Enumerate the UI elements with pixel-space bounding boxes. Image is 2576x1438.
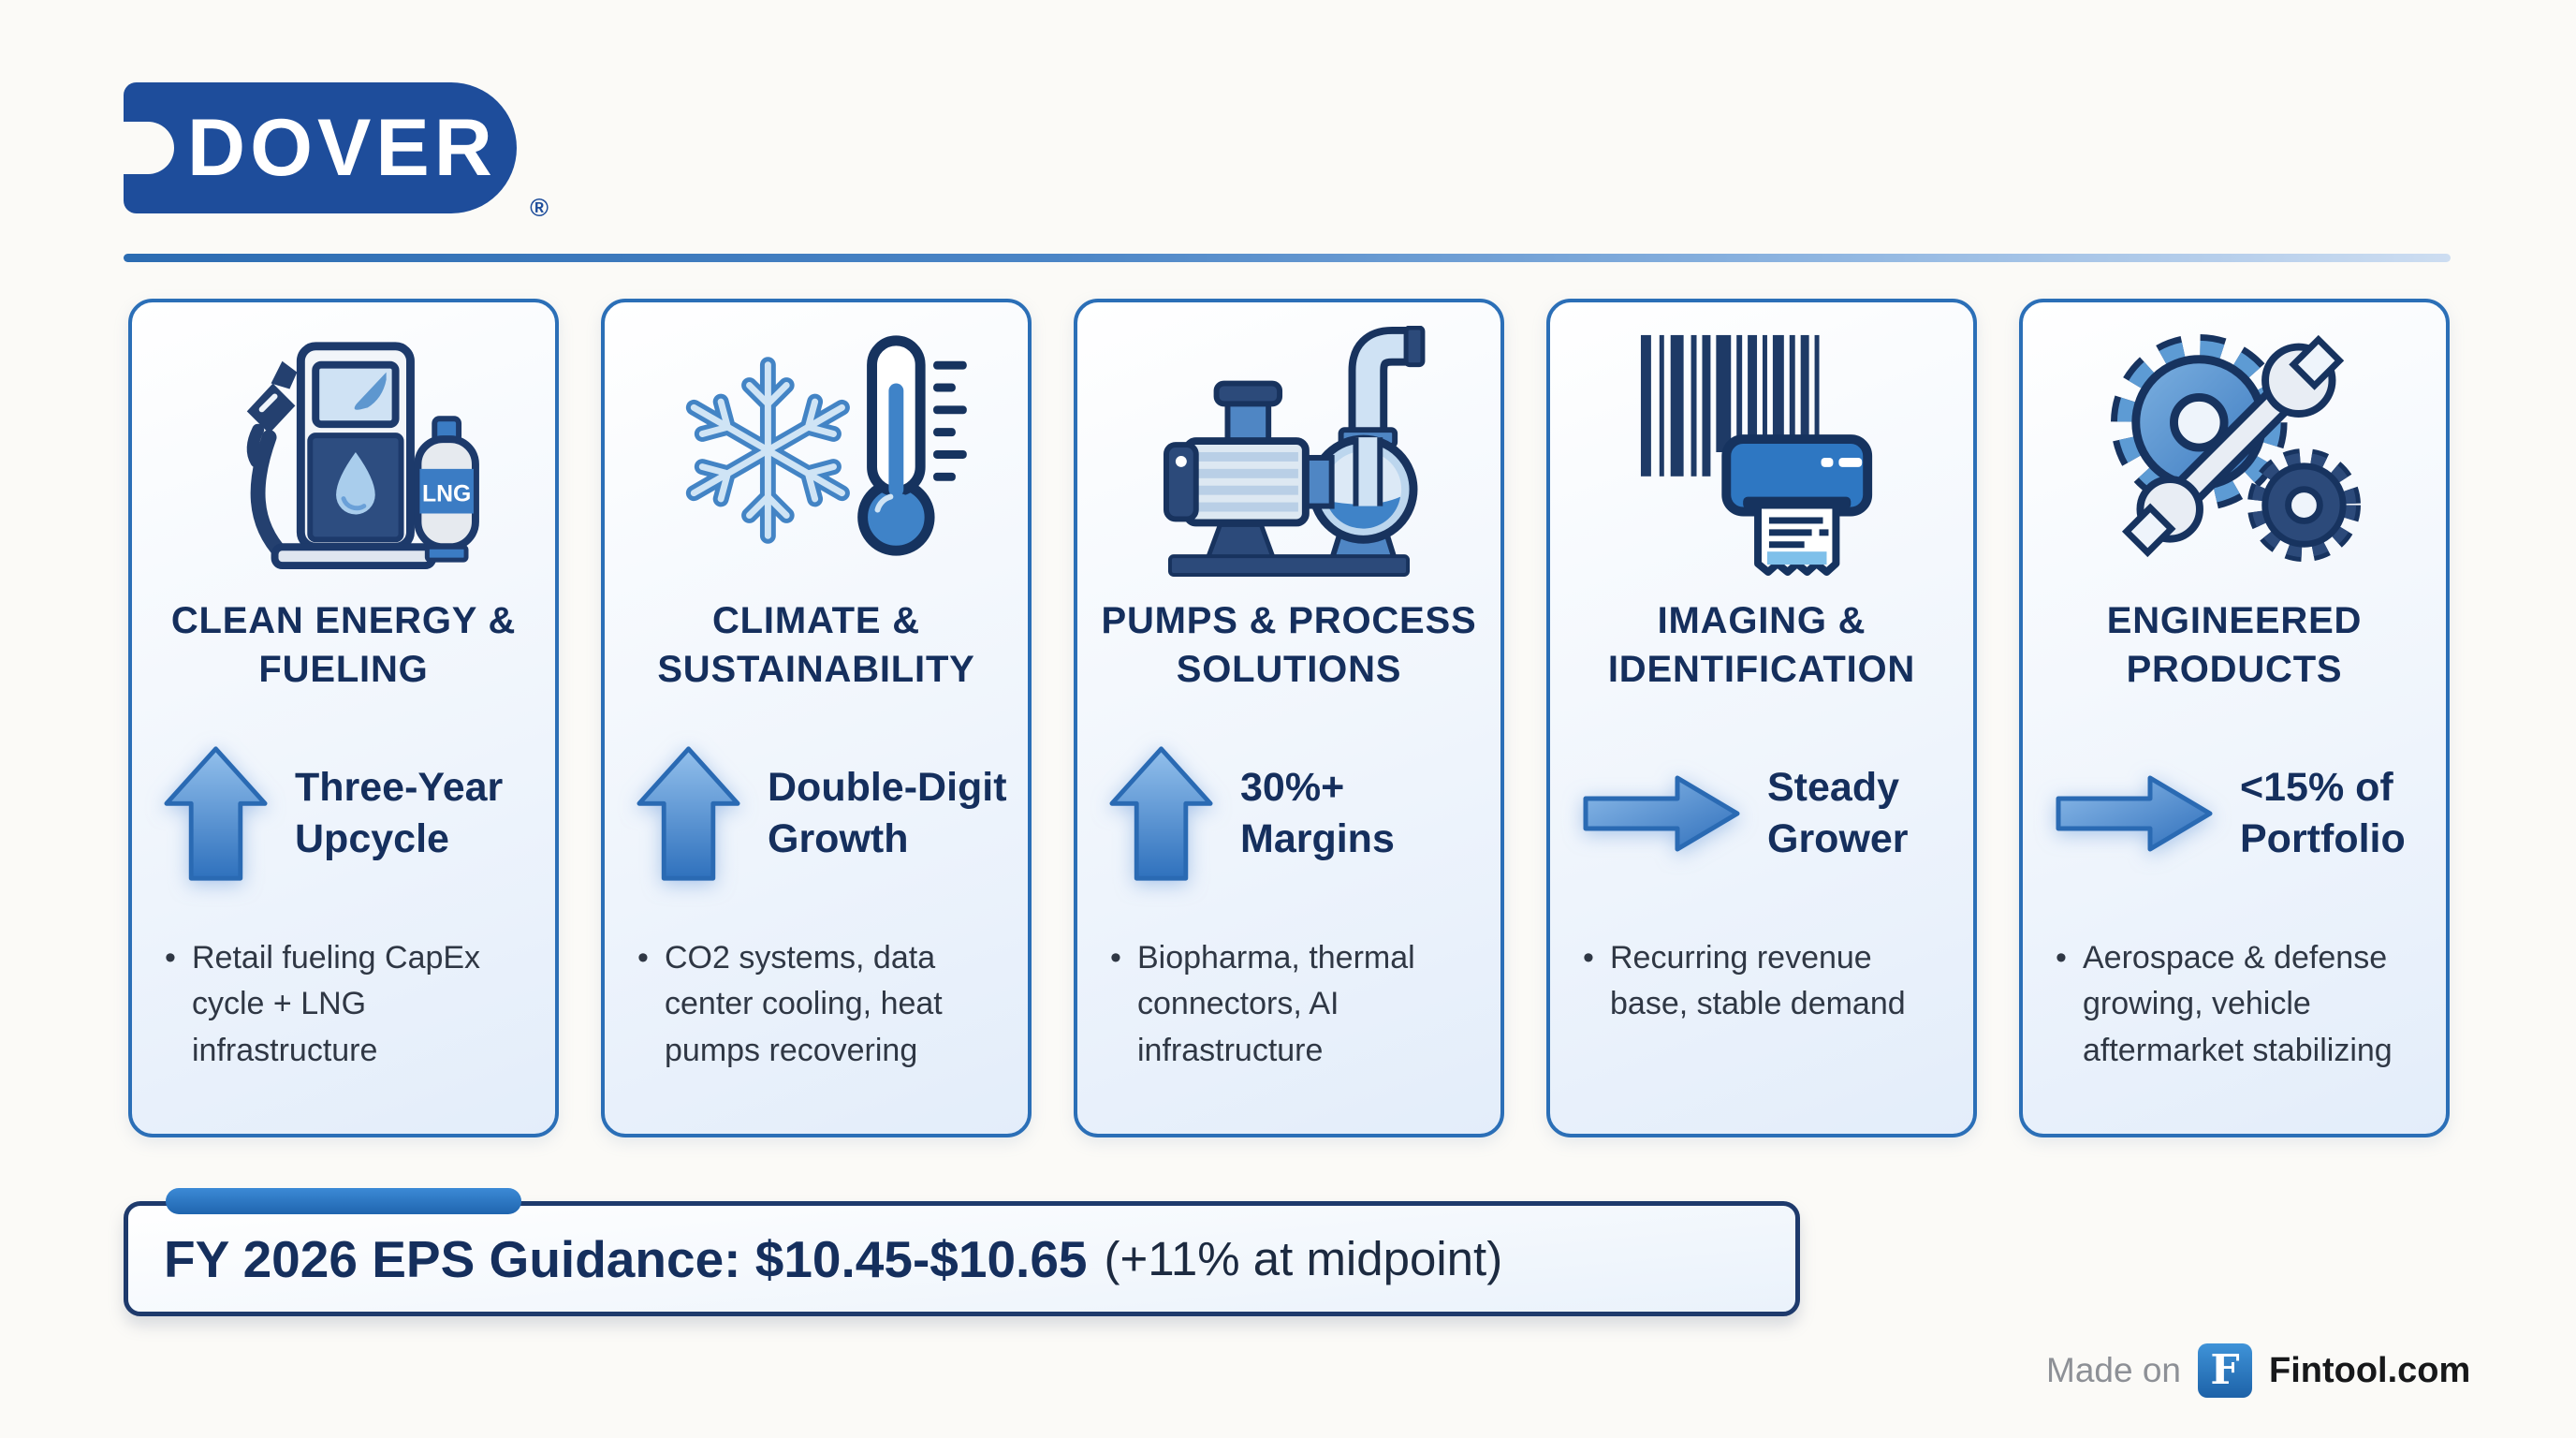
- dover-logo-text: DOVER: [187, 103, 497, 193]
- segment-trend: 30%+ Margins: [1109, 741, 1489, 886]
- snowflake-thermometer-icon: [605, 325, 1028, 578]
- header-divider-line: [124, 254, 2451, 262]
- attribution: Made on F Fintool.com: [2046, 1342, 2470, 1400]
- segment-bullet: • CO2 systems, data center cooling, heat…: [633, 935, 1013, 1074]
- card-engineered-products: ENGINEERED PRODUCTS <15% of Portfolio • …: [2019, 299, 2450, 1137]
- trend-label: Three-Year Upcycle: [295, 765, 504, 861]
- bullet-marker: •: [1110, 940, 1121, 976]
- dover-logo: DOVER ®: [110, 82, 549, 222]
- up-arrow-icon: [1109, 745, 1213, 881]
- segment-bullet: • Aerospace & defense growing, vehicle a…: [2051, 935, 2431, 1074]
- trend-label: Steady Grower: [1767, 765, 1909, 861]
- bullet-marker: •: [1583, 940, 1594, 976]
- trend-label: Double-Digit Growth: [768, 765, 1007, 861]
- eps-guidance-note: (+11% at midpoint): [1104, 1232, 1503, 1285]
- segment-trend: <15% of Portfolio: [2055, 741, 2435, 886]
- eps-guidance-headline: FY 2026 EPS Guidance: $10.45-$10.65: [164, 1229, 1088, 1288]
- trend-label: <15% of Portfolio: [2240, 765, 2406, 861]
- bullet-marker: •: [165, 940, 176, 976]
- segment-trend: Steady Grower: [1582, 741, 1962, 886]
- made-on-label: Made on: [2046, 1351, 2181, 1389]
- right-arrow-icon: [2056, 775, 2213, 851]
- segment-title: ENGINEERED PRODUCTS: [2106, 600, 2363, 690]
- card-clean-energy-fueling: LNG CLEAN ENERGY & FUELING Three-Year Up…: [128, 299, 559, 1137]
- eps-guidance-banner: FY 2026 EPS Guidance: $10.45-$10.65 (+11…: [124, 1188, 1800, 1316]
- barcode-printer-icon: [1550, 325, 1973, 578]
- up-arrow-icon: [164, 745, 268, 881]
- segment-title: CLEAN ENERGY & FUELING: [170, 600, 517, 690]
- up-arrow-icon: [637, 745, 740, 881]
- banner-accent-tab: [166, 1188, 521, 1214]
- trend-label: 30%+ Margins: [1240, 765, 1395, 861]
- segment-trend: Double-Digit Growth: [637, 741, 1017, 886]
- segment-cards-row: LNG CLEAN ENERGY & FUELING Three-Year Up…: [128, 299, 2450, 1137]
- registered-trademark-symbol: ®: [530, 194, 549, 222]
- segment-title: PUMPS & PROCESS SOLUTIONS: [1101, 600, 1477, 690]
- segment-trend: Three-Year Upcycle: [164, 741, 544, 886]
- segment-bullet: • Recurring revenue base, stable demand: [1578, 935, 1958, 1028]
- bullet-marker: •: [2056, 940, 2067, 976]
- fintool-logo-icon: F: [2198, 1343, 2252, 1398]
- card-pumps-process-solutions: PUMPS & PROCESS SOLUTIONS 30%+ Margins •…: [1074, 299, 1504, 1137]
- segment-bullet: • Retail fueling CapEx cycle + LNG infra…: [160, 935, 540, 1074]
- gears-wrench-icon: [2023, 325, 2446, 578]
- fuel-pump-lng-icon: LNG: [132, 325, 555, 578]
- segment-title: IMAGING & IDENTIFICATION: [1607, 600, 1916, 690]
- card-climate-sustainability: CLIMATE & SUSTAINABILITY Double-Digit Gr…: [601, 299, 1032, 1137]
- dover-logo-notch: [110, 122, 174, 174]
- lng-tank-label: LNG: [422, 482, 471, 507]
- segment-title: CLIMATE & SUSTAINABILITY: [657, 600, 975, 690]
- card-imaging-identification: IMAGING & IDENTIFICATION Steady Grower •…: [1546, 299, 1977, 1137]
- segment-bullet: • Biopharma, thermal connectors, AI infr…: [1105, 935, 1486, 1074]
- industrial-pump-icon: [1077, 325, 1500, 578]
- right-arrow-icon: [1583, 775, 1740, 851]
- bullet-marker: •: [637, 940, 649, 976]
- fintool-site-name: Fintool.com: [2269, 1350, 2471, 1390]
